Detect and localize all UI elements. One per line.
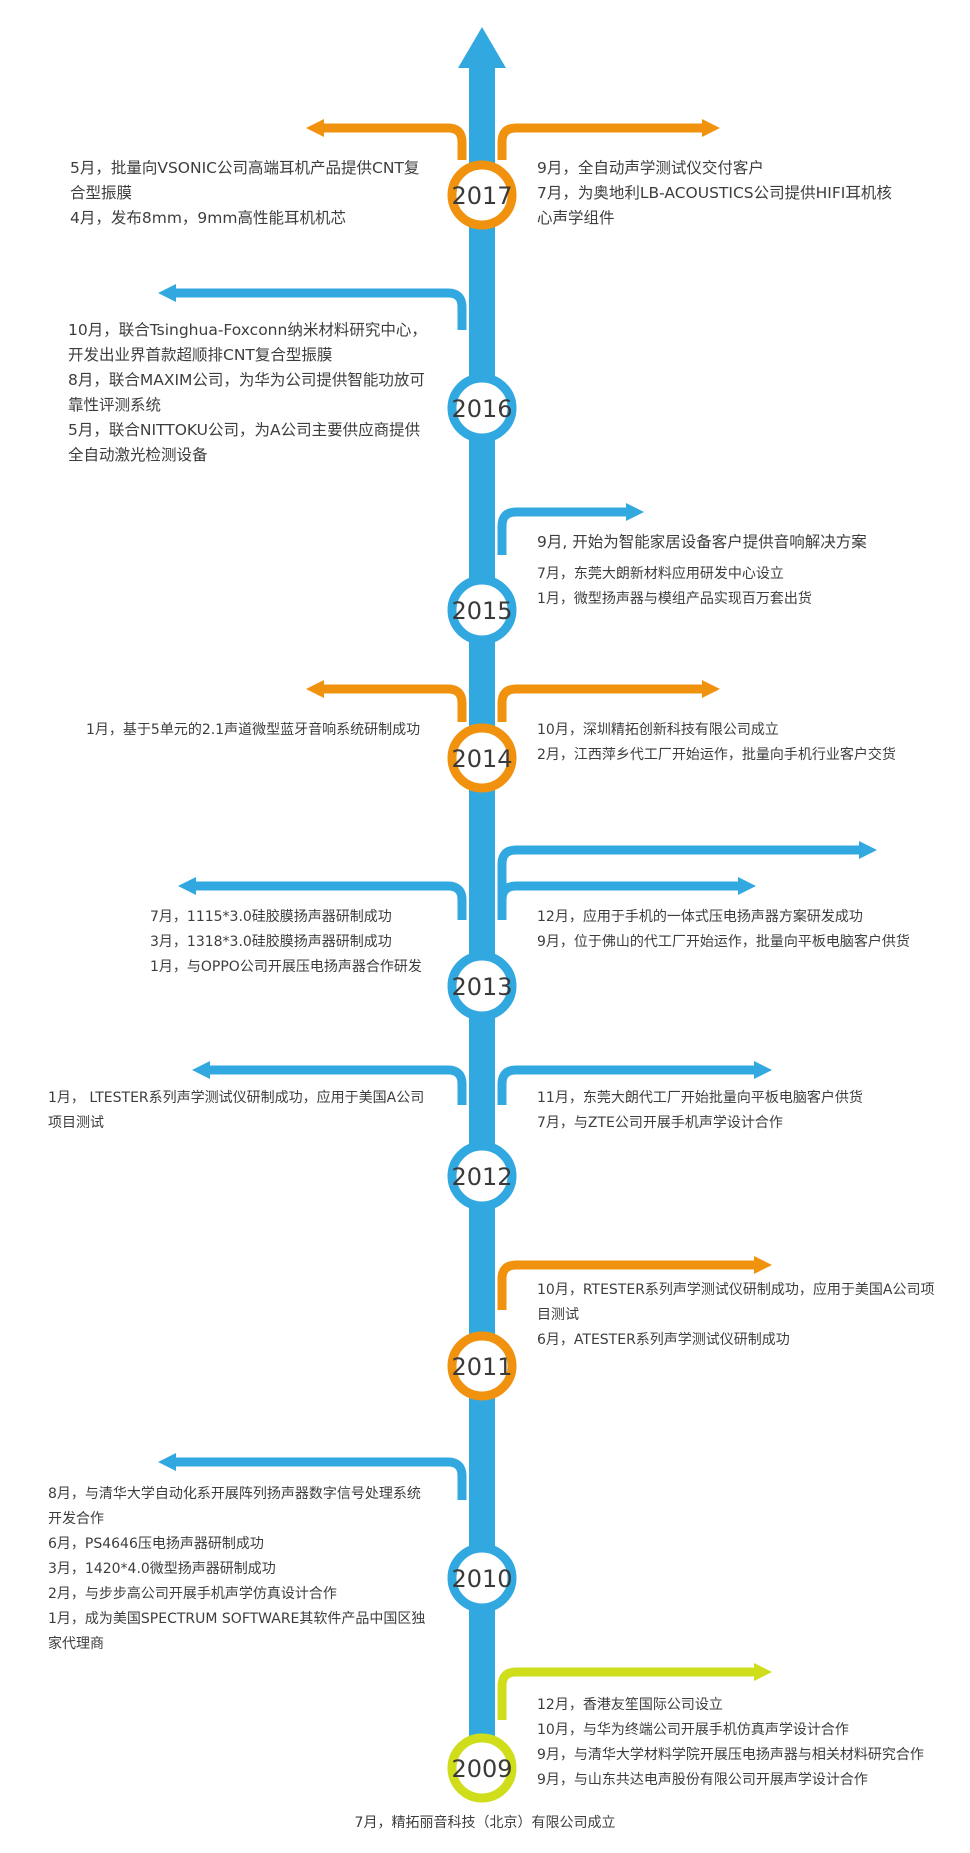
branch-2013-left-line xyxy=(194,881,467,920)
event-2014-jan: 1月，基于5单元的2.1声道微型蓝牙音响系统研制成功 xyxy=(86,722,421,738)
year-node-2015 xyxy=(447,575,517,645)
event-2010-feb: 2月，与步步高公司开展手机声学仿真设计合作 xyxy=(48,1586,337,1602)
branch-2016-left-line xyxy=(174,288,467,330)
branch-2012-left-line xyxy=(208,1065,467,1105)
event-2017-jul: 7月，为奥地利LB-ACOUSTICS公司提供HIFI耳机核心声学组件 xyxy=(537,184,892,227)
branch-2014-right-arrowhead xyxy=(702,680,720,698)
timeline-top-arrow xyxy=(458,27,506,68)
branch-2010-left-line xyxy=(174,1457,467,1500)
event-2015-jan: 1月，微型扬声器与模组产品实现百万套出货 xyxy=(537,591,812,607)
year-label-2010: 2010 xyxy=(451,1565,512,1593)
event-2016-oct: 10月，联合Tsinghua-Foxconn纳米材料研究中心，开发出业界首款超顺… xyxy=(68,321,427,364)
events-2012-left: 1月， LTESTER系列声学测试仪研制成功，应用于美国A公司项目测试 xyxy=(48,1086,430,1136)
event-2009-oct: 10月，与华为终端公司开展手机仿真声学设计合作 xyxy=(537,1722,849,1738)
branch-2012-left-arrowhead xyxy=(192,1061,210,1079)
event-2016-aug: 8月，联合MAXIM公司，为华为公司提供智能功放可靠性评测系统 xyxy=(68,371,425,414)
event-2010-mar: 3月，1420*4.0微型扬声器研制成功 xyxy=(48,1561,276,1577)
event-2010-aug: 8月，与清华大学自动化系开展阵列扬声器数字信号处理系统开发合作 xyxy=(48,1486,421,1527)
branch-2013-right-upper-arrowhead xyxy=(859,841,877,859)
event-2011-jun: 6月，ATESTER系列声学测试仪研制成功 xyxy=(537,1332,790,1348)
event-2012-nov: 11月，东莞大朗代工厂开始批量向平板电脑客户供货 xyxy=(537,1090,863,1106)
event-2013-jan: 1月，与OPPO公司开展压电扬声器合作研发 xyxy=(150,959,422,975)
events-2014-left: 1月，基于5单元的2.1声道微型蓝牙音响系统研制成功 xyxy=(86,718,420,743)
branch-2009-right-arrowhead xyxy=(754,1663,772,1681)
year-node-2010 xyxy=(447,1543,517,1613)
branch-2013-right-lower-arrowhead xyxy=(738,877,756,895)
event-2013-dec: 12月，应用于手机的一体式压电扬声器方案研发成功 xyxy=(537,909,863,925)
branch-2014-right-line xyxy=(497,684,704,722)
events-2012-right: 11月，东莞大朗代工厂开始批量向平板电脑客户供货 7月，与ZTE公司开展手机声学… xyxy=(537,1086,863,1136)
event-2011-oct: 10月，RTESTER系列声学测试仪研制成功，应用于美国A公司项目测试 xyxy=(537,1282,935,1323)
branch-2017-right-arrowhead xyxy=(702,119,720,137)
branch-2012-right-arrowhead xyxy=(754,1061,772,1079)
events-2016-left: 10月，联合Tsinghua-Foxconn纳米材料研究中心，开发出业界首款超顺… xyxy=(68,318,433,468)
year-label-2009: 2009 xyxy=(451,1755,512,1783)
event-2009-dec: 12月，香港友笙国际公司设立 xyxy=(537,1697,723,1713)
branch-2012-right-line xyxy=(497,1065,756,1105)
event-2017-sep: 9月，全自动声学测试仪交付客户 xyxy=(537,159,764,177)
year-label-2013: 2013 xyxy=(451,973,512,1001)
event-2014-feb: 2月，江西萍乡代工厂开始运作，批量向手机行业客户交货 xyxy=(537,747,896,763)
branch-2013-left-arrowhead xyxy=(178,877,196,895)
event-2013-jul: 7月，1115*3.0硅胶膜扬声器研制成功 xyxy=(150,909,392,925)
event-2012-jul: 7月，与ZTE公司开展手机声学设计合作 xyxy=(537,1115,783,1131)
branch-2009-right-line xyxy=(497,1667,756,1720)
event-2010-jun: 6月，PS4646压电扬声器研制成功 xyxy=(48,1536,264,1552)
year-node-2014 xyxy=(447,723,517,793)
year-label-2017: 2017 xyxy=(451,182,512,210)
events-2017-left: 5月，批量向VSONIC公司高端耳机产品提供CNT复合型振膜 4月，发布8mm，… xyxy=(70,156,425,231)
year-label-2011: 2011 xyxy=(451,1353,512,1381)
branch-2016-left-arrowhead xyxy=(158,284,176,302)
year-label-2015: 2015 xyxy=(451,597,512,625)
year-node-2011 xyxy=(447,1331,517,1401)
events-2014-right: 10月，深圳精拓创新科技有限公司成立 2月，江西萍乡代工厂开始运作，批量向手机行… xyxy=(537,718,896,768)
event-2009-sep-a: 9月，与清华大学材料学院开展压电扬声器与相关材料研究合作 xyxy=(537,1747,924,1763)
branch-2014-left-line xyxy=(322,684,467,722)
event-2009-sep-b: 9月，与山东共达电声股份有限公司开展声学设计合作 xyxy=(537,1772,868,1788)
branch-2017-right-line xyxy=(497,123,704,160)
event-2013-mar: 3月，1318*3.0硅胶膜扬声器研制成功 xyxy=(150,934,392,950)
events-2017-right: 9月，全自动声学测试仪交付客户 7月，为奥地利LB-ACOUSTICS公司提供H… xyxy=(537,156,897,231)
events-2010-left: 8月，与清华大学自动化系开展阵列扬声器数字信号处理系统开发合作 6月，PS464… xyxy=(48,1482,428,1657)
year-node-2013 xyxy=(447,951,517,1021)
branch-2013-right-lower-line xyxy=(497,881,740,920)
event-2015-sep: 9月, 开始为智能家居设备客户提供音响解决方案 xyxy=(537,533,867,551)
year-node-2017 xyxy=(447,160,517,230)
branch-2015-right-arrowhead xyxy=(626,503,644,521)
event-2017-apr: 4月，发布8mm，9mm高性能耳机机芯 xyxy=(70,209,346,227)
events-2011-right: 10月，RTESTER系列声学测试仪研制成功，应用于美国A公司项目测试 6月，A… xyxy=(537,1278,937,1353)
events-2009-right: 12月，香港友笙国际公司设立 10月，与华为终端公司开展手机仿真声学设计合作 9… xyxy=(537,1693,924,1793)
branch-2011-right-arrowhead xyxy=(754,1256,772,1274)
branch-2017-left-line xyxy=(322,123,467,160)
year-node-2012 xyxy=(447,1141,517,1211)
event-2014-oct: 10月，深圳精拓创新科技有限公司成立 xyxy=(537,722,779,738)
branch-2013-right-upper-line xyxy=(497,845,861,900)
events-2015-right: 7月，东莞大朗新材料应用研发中心设立 1月，微型扬声器与模组产品实现百万套出货 xyxy=(537,562,812,612)
event-2012-jan: 1月， LTESTER系列声学测试仪研制成功，应用于美国A公司项目测试 xyxy=(48,1090,425,1131)
year-label-2012: 2012 xyxy=(451,1163,512,1191)
event-2017-may: 5月，批量向VSONIC公司高端耳机产品提供CNT复合型振膜 xyxy=(70,159,420,202)
year-node-2009 xyxy=(447,1733,517,1803)
event-2016-may: 5月，联合NITTOKU公司，为A公司主要供应商提供全自动激光检测设备 xyxy=(68,421,421,464)
event-2010-jan: 1月，成为美国SPECTRUM SOFTWARE其软件产品中国区独家代理商 xyxy=(48,1611,426,1652)
year-node-2016 xyxy=(447,373,517,443)
year-label-2014: 2014 xyxy=(451,745,512,773)
founding-note: 7月，精拓丽音科技（北京）有限公司成立 xyxy=(354,1815,616,1831)
event-2013-sep: 9月，位于佛山的代工厂开始运作，批量向平板电脑客户供货 xyxy=(537,934,910,950)
events-2015-right-head: 9月, 开始为智能家居设备客户提供音响解决方案 xyxy=(537,530,867,555)
events-2013-left: 7月，1115*3.0硅胶膜扬声器研制成功 3月，1318*3.0硅胶膜扬声器研… xyxy=(150,905,422,980)
branch-2014-left-arrowhead xyxy=(306,680,324,698)
branch-2011-right-line xyxy=(497,1260,756,1310)
events-2013-right: 12月，应用于手机的一体式压电扬声器方案研发成功 9月，位于佛山的代工厂开始运作… xyxy=(537,905,910,955)
year-label-2016: 2016 xyxy=(451,395,512,423)
branch-2010-left-arrowhead xyxy=(158,1453,176,1471)
timeline-trunk xyxy=(469,62,495,1774)
branch-2015-right-line xyxy=(497,507,628,555)
branch-2017-left-arrowhead xyxy=(306,119,324,137)
event-2015-jul: 7月，东莞大朗新材料应用研发中心设立 xyxy=(537,566,784,582)
